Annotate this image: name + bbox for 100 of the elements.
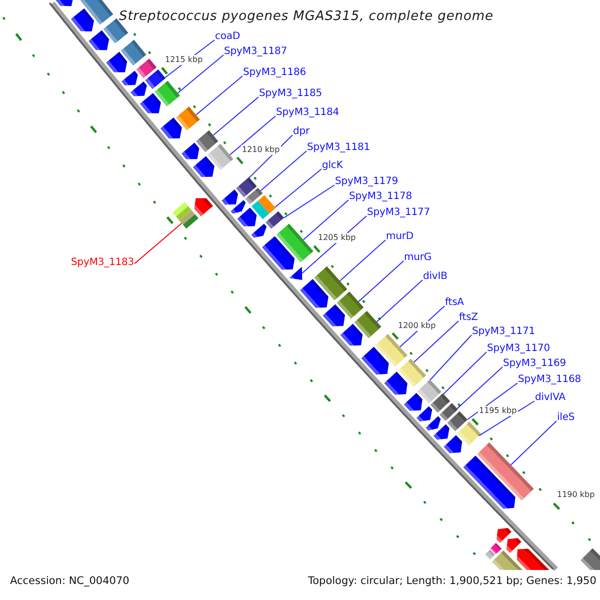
gene-label: SpyM3_1187 bbox=[224, 46, 288, 58]
gene-label: SpyM3_1186 bbox=[243, 67, 306, 79]
gene-label: SpyM3_1169 bbox=[503, 358, 566, 370]
leader-line bbox=[229, 116, 276, 156]
gene-pentagon bbox=[433, 424, 450, 440]
leader-line bbox=[430, 334, 472, 380]
gene-label: dpr bbox=[293, 126, 310, 138]
leader-line bbox=[339, 240, 386, 282]
gene-pentagon bbox=[222, 190, 238, 205]
gene-block bbox=[314, 266, 348, 300]
leader-line bbox=[510, 420, 557, 466]
gene-pentagon bbox=[384, 372, 408, 395]
gene-block bbox=[440, 403, 458, 421]
gene-block bbox=[172, 202, 198, 229]
gene-pentagon bbox=[516, 548, 550, 570]
gene-pentagon bbox=[122, 70, 138, 86]
gene-block bbox=[398, 358, 426, 387]
gene-block bbox=[447, 411, 468, 432]
leader-line bbox=[467, 382, 518, 420]
gene-block bbox=[154, 80, 180, 106]
gene-label: SpyM3_1168 bbox=[518, 374, 582, 386]
gene-pentagon bbox=[230, 200, 246, 214]
gene-block bbox=[145, 69, 166, 90]
genome-stats-text: Topology: circular; Length: 1,900,521 bp; Genes: 1,950 bbox=[308, 575, 596, 588]
gene-label: SpyM3_1185 bbox=[259, 88, 322, 100]
scale-label: 1205 kbp bbox=[317, 233, 357, 243]
leader-line bbox=[260, 150, 307, 192]
gene-label: divIVA bbox=[535, 392, 566, 404]
leader-line bbox=[274, 168, 322, 208]
gene-pentagon bbox=[340, 324, 363, 346]
genome-title: Streptococcus pyogenes MGAS315, complete genome bbox=[119, 9, 494, 25]
gene-block bbox=[490, 542, 502, 554]
gene-block bbox=[580, 548, 600, 570]
gene-pentagon bbox=[300, 279, 328, 308]
gene-label: SpyM3_1183 bbox=[71, 257, 134, 269]
gene-block bbox=[457, 422, 481, 446]
gene-pentagon bbox=[182, 142, 200, 160]
leader-line bbox=[478, 400, 535, 436]
gene-label: SpyM3_1177 bbox=[367, 207, 430, 219]
gene-label: murG bbox=[404, 252, 432, 264]
gene-pentagon bbox=[361, 346, 389, 375]
gene-pentagon bbox=[426, 416, 441, 431]
gene-label: SpyM3_1171 bbox=[472, 326, 536, 338]
scale-label: 1190 kbp bbox=[556, 490, 596, 500]
leader-line bbox=[196, 76, 243, 116]
leader-line bbox=[358, 260, 404, 302]
gene-block bbox=[236, 177, 257, 198]
leader-line bbox=[302, 200, 349, 240]
gene-label: divIB bbox=[423, 271, 448, 283]
gene-pentagon bbox=[463, 456, 516, 509]
gene-block bbox=[136, 58, 157, 78]
leader-line bbox=[283, 184, 335, 218]
gene-pentagon bbox=[140, 93, 161, 114]
scale-label: 1210 kbp bbox=[241, 145, 281, 155]
leader-line bbox=[413, 320, 459, 363]
gene-block bbox=[196, 130, 218, 152]
accession-text: Accession: NC_004070 bbox=[10, 575, 130, 588]
gene-block bbox=[266, 211, 284, 229]
gene-block bbox=[245, 188, 263, 204]
gene-block bbox=[336, 292, 364, 319]
gene-label: ftsA bbox=[445, 297, 464, 309]
scale-label: 1195 kbp bbox=[478, 406, 518, 416]
gene-label: SpyM3_1178 bbox=[349, 191, 412, 203]
gene-pentagon bbox=[237, 208, 257, 226]
gene-pentagon bbox=[444, 435, 462, 454]
gene-pentagon bbox=[160, 118, 182, 138]
gene-label: murD bbox=[386, 231, 414, 243]
gene-block bbox=[276, 224, 314, 262]
gene-block bbox=[176, 106, 200, 130]
leader-line bbox=[456, 366, 503, 410]
leader-line bbox=[376, 280, 423, 322]
gene-pentagon bbox=[106, 52, 128, 72]
gene-pentagon bbox=[88, 30, 110, 50]
gene-block bbox=[120, 40, 146, 66]
gene-label: ileS bbox=[557, 412, 575, 424]
gene-pentagon bbox=[70, 8, 94, 32]
gene-label: ftsZ bbox=[459, 312, 478, 324]
gene-label: SpyM3_1179 bbox=[335, 176, 398, 188]
gene-pentagon bbox=[130, 82, 147, 96]
gene-pentagon bbox=[322, 304, 345, 326]
gene-block bbox=[430, 393, 450, 413]
leader-line bbox=[177, 54, 224, 94]
gene-block bbox=[375, 334, 408, 367]
gene-label: SpyM3_1170 bbox=[487, 343, 550, 355]
gene-label: glcK bbox=[322, 160, 343, 172]
gene-pentagon bbox=[251, 224, 267, 238]
gene-pentagon bbox=[416, 406, 432, 422]
gene-pentagon bbox=[194, 198, 213, 216]
gene-pentagon bbox=[192, 156, 214, 177]
gene-label: SpyM3_1184 bbox=[276, 107, 340, 119]
scale-label: 1215 kbp bbox=[164, 55, 204, 65]
gene-pentagon bbox=[262, 236, 295, 270]
gene-block bbox=[484, 550, 495, 560]
gene-block bbox=[354, 310, 382, 338]
leader-line bbox=[134, 222, 182, 264]
gene-label: SpyM3_1181 bbox=[307, 142, 370, 154]
gene-block bbox=[80, 0, 114, 25]
gene-block bbox=[477, 442, 534, 501]
gene-pentagon bbox=[496, 528, 512, 543]
gene-block bbox=[417, 380, 442, 404]
